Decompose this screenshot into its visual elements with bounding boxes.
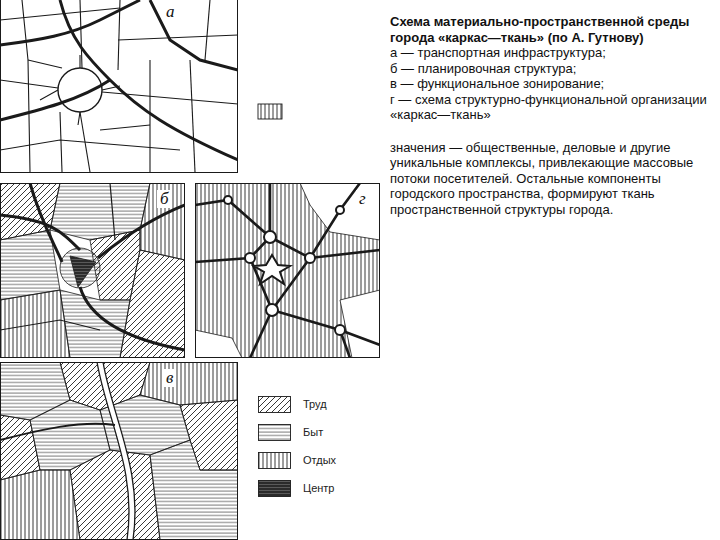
panel-caption: б — планировочная структура; [390, 61, 714, 77]
legend-label: Труд [303, 398, 327, 411]
panel-letter: а [163, 3, 178, 21]
legend-row: Труд [258, 396, 327, 413]
legend-row: Быт [258, 424, 323, 441]
note-paragraph: значения — общественные, деловые и други… [390, 140, 714, 218]
legend-swatch [258, 396, 291, 413]
map-panel: б [0, 183, 185, 358]
panel-caption: а — транспортная инфраструктура; [390, 45, 714, 61]
panel-letter: г [356, 190, 369, 208]
text-block: Схема материально-пространственной среды… [390, 14, 714, 217]
legend-swatch [258, 424, 291, 441]
map-panel: г [195, 183, 380, 358]
zoning-map [0, 362, 238, 540]
legend-swatch [258, 452, 291, 469]
legend-swatch [258, 480, 291, 497]
legend-label: Быт [303, 426, 323, 439]
map-panel: а [0, 0, 238, 173]
transport-map [0, 0, 238, 172]
frame-fabric-map [195, 183, 380, 358]
legend-label: Центр [303, 482, 335, 495]
hatch-sample [258, 104, 282, 119]
legend-label: Отдых [303, 454, 336, 467]
panel-caption: в — функциональное зонирование; [390, 76, 714, 92]
panel-letter: б [157, 190, 172, 208]
heading: Схема материально-пространственной среды… [390, 14, 714, 45]
panel-caption: г — схема структурно-функциональной орга… [390, 92, 714, 123]
panel-letter: в [163, 369, 176, 387]
map-panel: в [0, 362, 238, 540]
planning-map [0, 183, 185, 358]
legend-row: Центр [258, 480, 335, 497]
legend-row: Отдых [258, 452, 336, 469]
